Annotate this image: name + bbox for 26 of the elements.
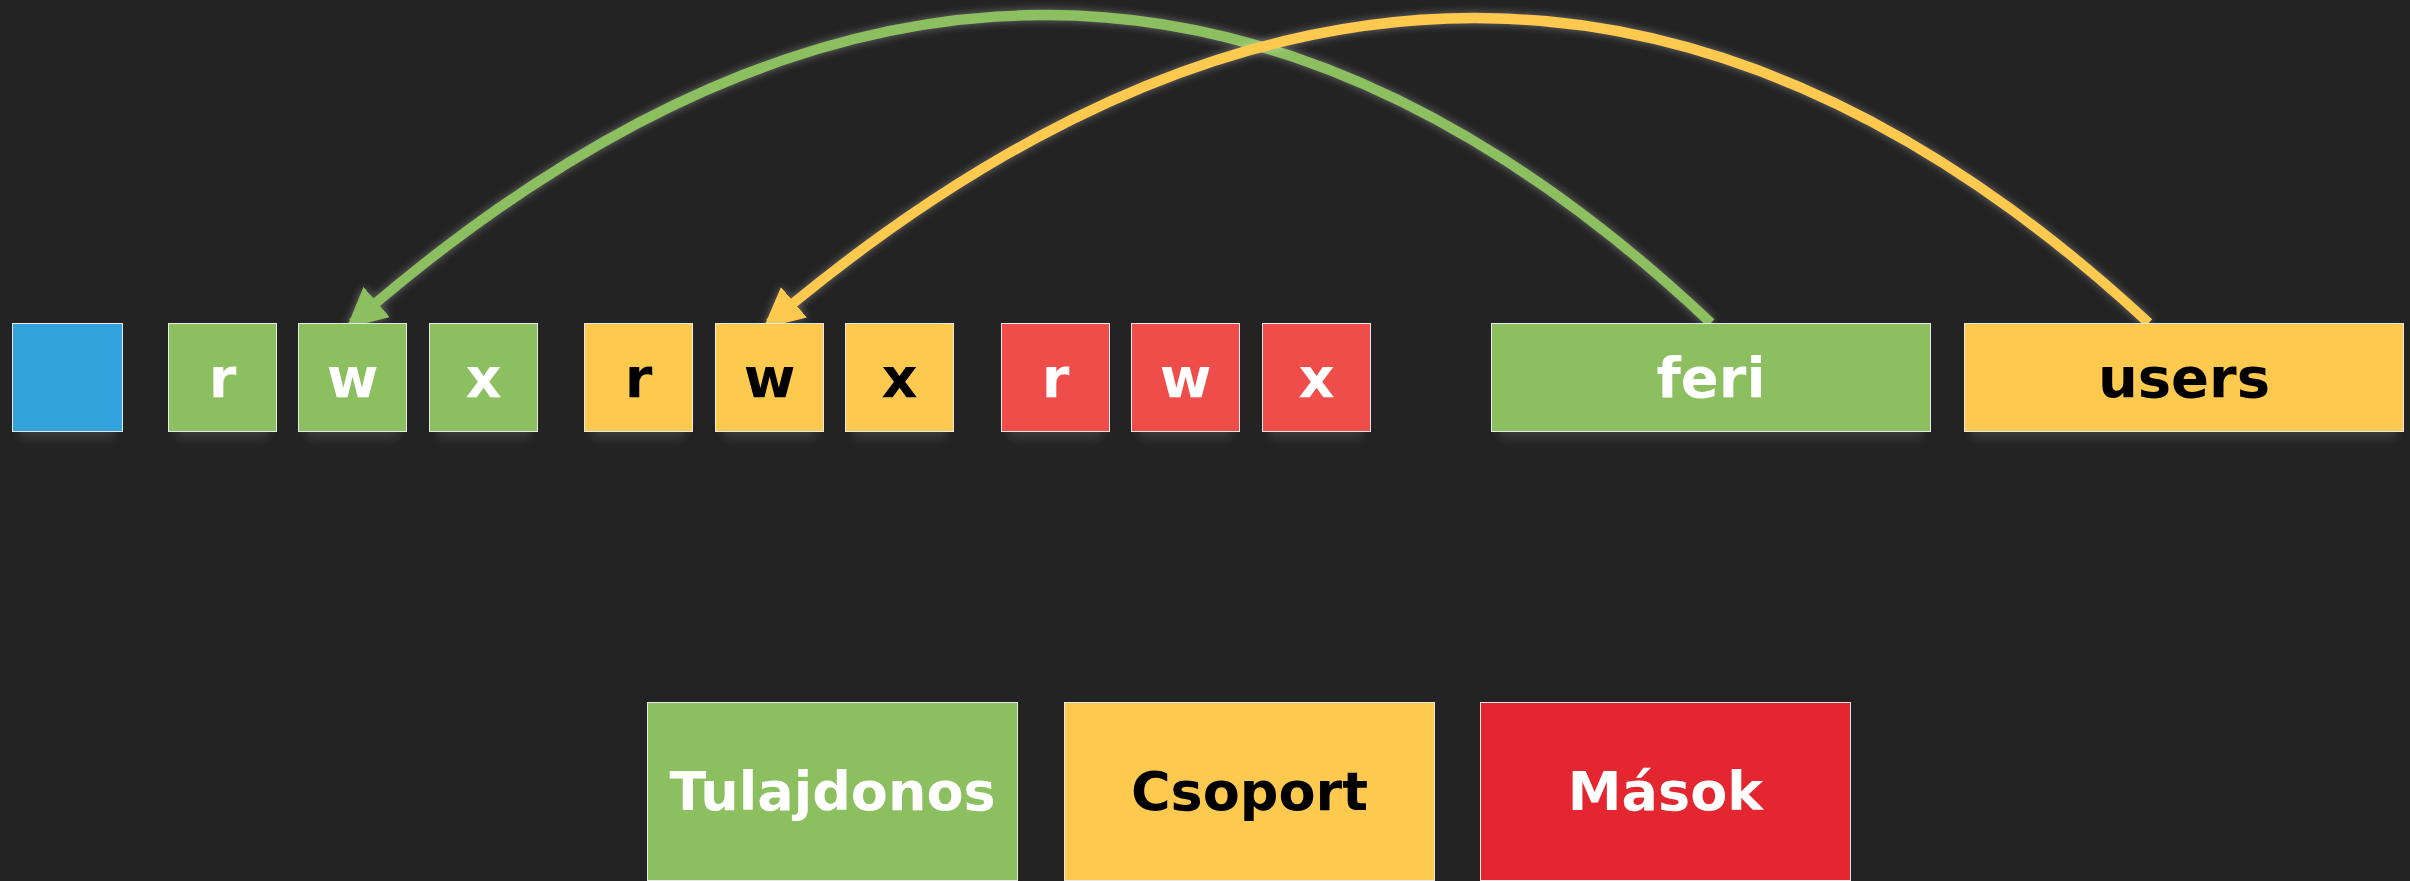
box-label: r <box>208 349 237 406</box>
box-label: r <box>624 349 653 406</box>
permission-box <box>1131 323 1240 432</box>
box-label: w <box>1159 349 1212 406</box>
permission-box <box>584 323 693 432</box>
legend-label: Mások <box>1567 760 1764 823</box>
permission-box <box>1001 323 1110 432</box>
permission-box <box>1491 323 1931 432</box>
permission-box <box>1964 323 2404 432</box>
permission-box <box>715 323 824 432</box>
box-label: x <box>1298 349 1335 406</box>
box-label: w <box>743 349 796 406</box>
box-label: w <box>326 349 379 406</box>
box-label: users <box>2097 349 2271 406</box>
permission-box <box>1262 323 1371 432</box>
box-label: r <box>1041 349 1070 406</box>
box-label: x <box>881 349 918 406</box>
legend-label: Tulajdonos <box>669 760 996 823</box>
box-label: feri <box>1656 349 1766 406</box>
legend-label: Csoport <box>1130 760 1369 823</box>
permission-box <box>168 323 277 432</box>
permission-box <box>845 323 954 432</box>
permission-box <box>429 323 538 432</box>
type-box <box>12 323 123 432</box>
box-label: x <box>465 349 502 406</box>
permission-box <box>298 323 407 432</box>
